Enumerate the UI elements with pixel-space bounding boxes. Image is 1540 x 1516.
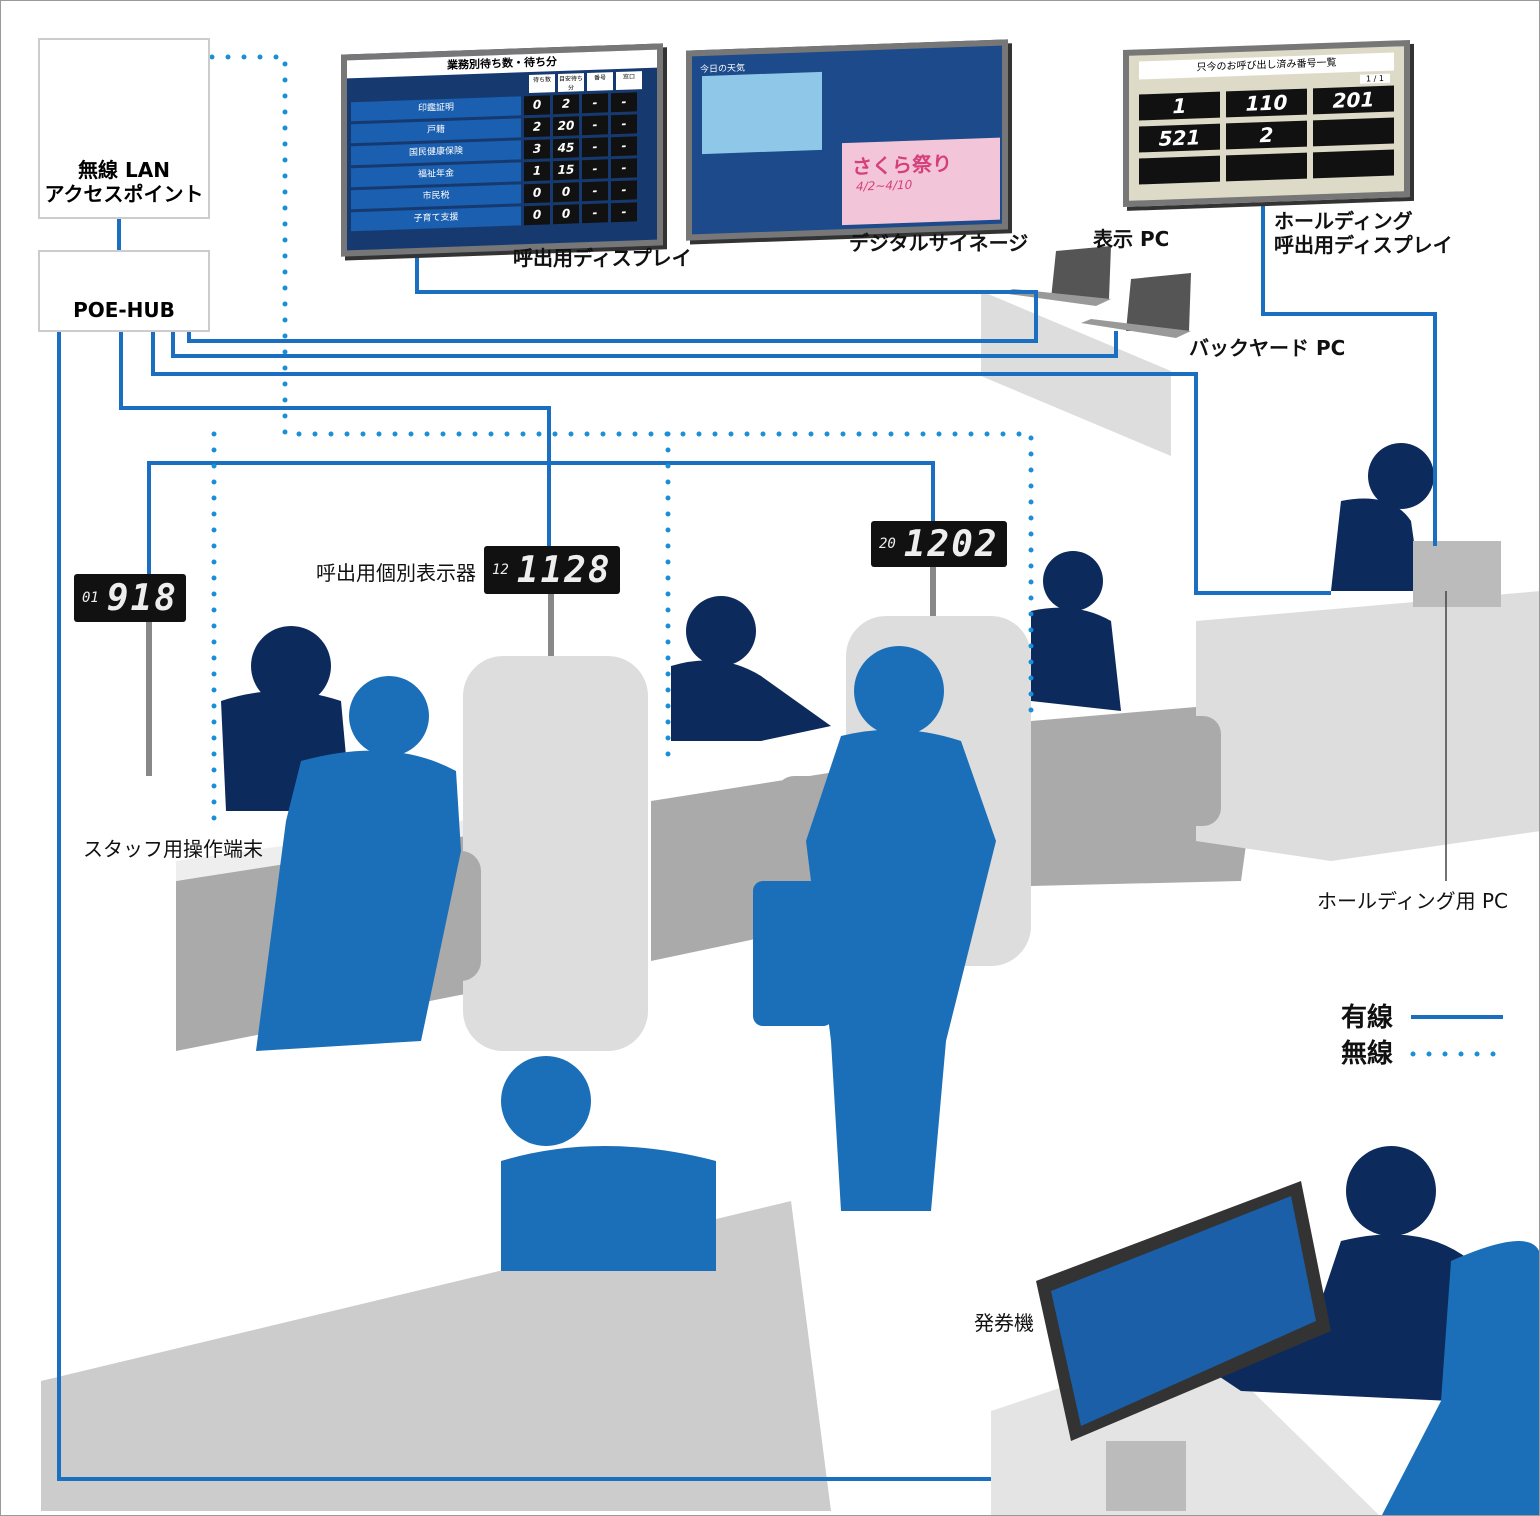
call-board-cell: 45: [553, 138, 579, 159]
staff-person: [671, 596, 831, 741]
call-board-cell: 0: [524, 183, 550, 204]
holding-page-indicator: 1 / 1: [1360, 73, 1390, 84]
call-board-header: 番号: [587, 72, 613, 92]
call-board-cell: 3: [524, 139, 550, 160]
call-board-cell: -: [611, 92, 637, 113]
waiting-bench: [41, 1201, 831, 1511]
call-board-cell: 0: [524, 205, 550, 226]
holding-display-label-2: 呼出用ディスプレイ: [1274, 233, 1453, 257]
called-number: [1313, 117, 1394, 147]
call-board-cell: 0: [553, 204, 579, 225]
weather-title: 今日の天気: [700, 63, 746, 76]
counter-display-20: 20 1202: [871, 521, 1007, 567]
called-number: 201: [1313, 85, 1394, 115]
service-name: 戸籍: [351, 118, 521, 144]
poe-hub-label: POE-HUB: [73, 298, 175, 322]
poe-hub-box: POE-HUB: [38, 250, 210, 332]
call-board-cell: 2: [524, 117, 550, 138]
backyard-pc-laptop: [1081, 273, 1191, 338]
call-board-cell: 20: [553, 116, 579, 137]
service-name: 国民健康保険: [351, 140, 521, 166]
call-board-cell: -: [582, 159, 608, 180]
holding-display-label: ホールディング呼出用ディスプレイ: [1274, 209, 1453, 257]
call-board-cell: -: [582, 115, 608, 136]
call-board-header: 待ち数: [529, 74, 555, 94]
called-number: 2: [1226, 120, 1307, 150]
call-board-cell: -: [582, 203, 608, 224]
call-board-cell: -: [611, 158, 637, 179]
waiting-person: [501, 1056, 716, 1271]
legend-wireless: 無線: [1341, 1039, 1394, 1069]
call-board-cell: 0: [553, 182, 579, 203]
ticket-number: 1128: [516, 549, 612, 591]
service-name: 子育て支援: [351, 206, 521, 232]
ticket-kiosk: [1036, 1181, 1331, 1511]
called-number: [1226, 152, 1307, 182]
window-number: 20: [879, 536, 896, 552]
access-point-label-2: アクセスポイント: [44, 182, 204, 206]
service-name: 市民税: [351, 184, 521, 210]
call-board-cell: -: [582, 93, 608, 114]
call-board-cell: -: [611, 202, 637, 223]
visitor-person: [753, 646, 996, 1211]
backyard-pc-label: バックヤード PC: [1189, 336, 1346, 360]
holding-desk: [1196, 591, 1539, 861]
call-board-cell: 15: [553, 160, 579, 181]
display-pc-label: 表示 PC: [1093, 227, 1170, 251]
called-number: [1139, 155, 1220, 185]
access-point-label: 無線 LAN: [78, 158, 170, 182]
staff-person: [1031, 551, 1121, 711]
counter-display-12: 12 1128: [484, 546, 620, 594]
holding-pc-laptop: [1413, 541, 1501, 607]
access-point-box: 無線 LAN アクセスポイント: [38, 38, 210, 219]
window-number: 12: [492, 562, 509, 578]
call-board-header: 目安待ち分: [558, 73, 584, 93]
individual-display-label: 呼出用個別表示器: [316, 561, 476, 585]
call-display-label: 呼出用ディスプレイ: [513, 246, 692, 270]
called-number: [1313, 149, 1394, 179]
counter-display-01: 01 918: [74, 574, 186, 622]
call-board-cell: 1: [524, 161, 550, 182]
holding-display-label-1: ホールディング: [1274, 209, 1413, 233]
signage-screen: 今日の天気 さくら祭り 4/2~4/10: [686, 39, 1008, 241]
called-number: 110: [1226, 88, 1307, 118]
sakura-banner: さくら祭り 4/2~4/10: [842, 137, 1000, 226]
service-name: 福祉年金: [351, 162, 521, 188]
call-board-cell: -: [611, 136, 637, 157]
wired-connections: [57, 206, 1503, 1481]
window-number: 01: [82, 590, 99, 606]
call-board-cell: -: [611, 180, 637, 201]
call-board-cell: 2: [553, 94, 579, 115]
display-pc-laptop: [1001, 246, 1111, 306]
call-board-cell: -: [611, 114, 637, 135]
wireless-connections: [113, 54, 1506, 1057]
service-name: 印鑑証明: [351, 96, 521, 122]
ticket-machine-label: 発券機: [974, 1311, 1034, 1335]
call-board-cell: -: [582, 137, 608, 158]
legend-wired: 有線: [1341, 1003, 1394, 1033]
counter-partition: [463, 656, 648, 1051]
call-board-cell: 0: [524, 95, 550, 116]
call-board-header: 窓口: [616, 71, 642, 91]
called-number: 1: [1139, 91, 1220, 121]
ticket-number: 1202: [903, 523, 999, 565]
visitor-person: [256, 676, 461, 1051]
call-board-cell: -: [582, 181, 608, 202]
called-number: 521: [1139, 123, 1220, 153]
holding-staff-person: [1331, 443, 1434, 591]
holding-pc-label: ホールディング用 PC: [1317, 889, 1508, 913]
signage-label: デジタルサイネージ: [849, 231, 1029, 255]
staff-terminal-label: スタッフ用操作端末: [83, 837, 263, 861]
chair: [1131, 716, 1221, 826]
ticket-number: 918: [106, 577, 178, 619]
